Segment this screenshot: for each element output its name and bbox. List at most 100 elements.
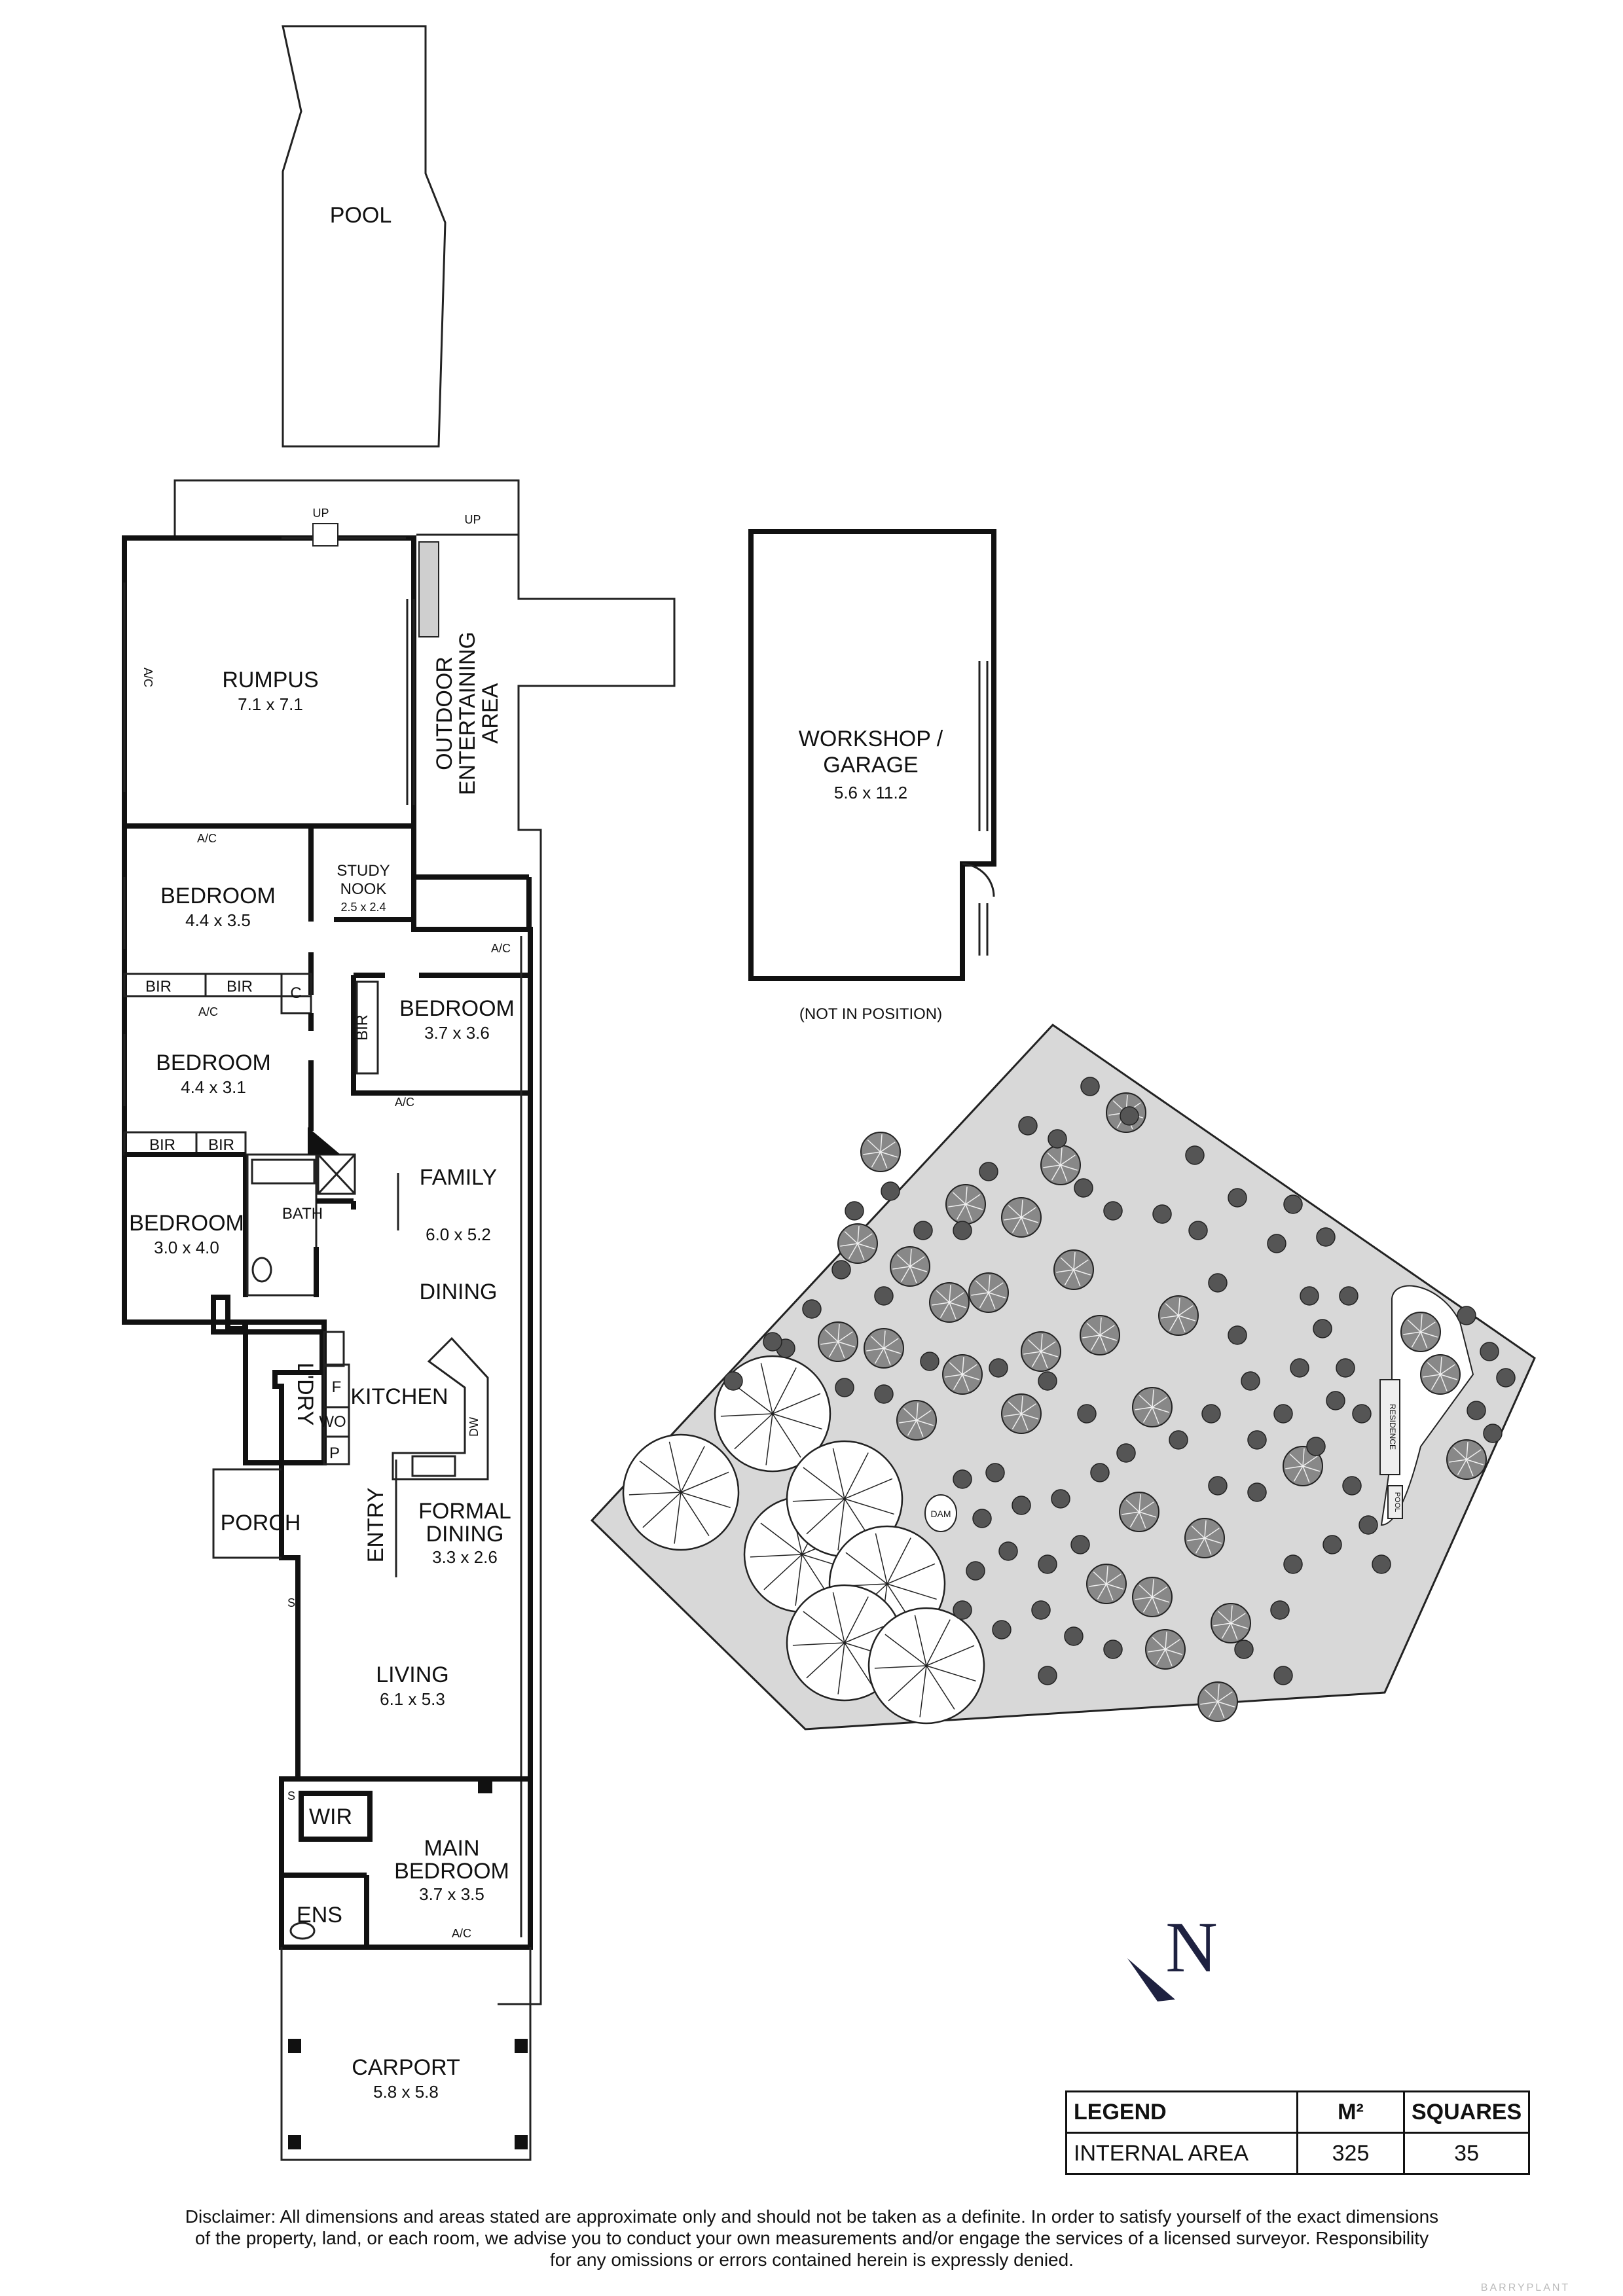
shrub bbox=[1247, 1430, 1267, 1450]
tree-branch bbox=[1156, 1649, 1166, 1665]
tree-branch bbox=[1073, 1252, 1076, 1270]
shrub bbox=[992, 1620, 1012, 1640]
legend-header-row: LEGEND M² SQUARES bbox=[1065, 2090, 1531, 2134]
tree-branch bbox=[962, 1364, 977, 1375]
workshop-label-2: GARAGE bbox=[823, 753, 918, 778]
tree-branch bbox=[792, 1498, 845, 1502]
tree-branch bbox=[1082, 1335, 1101, 1338]
tree-branch bbox=[820, 1341, 839, 1345]
bed3-ac-2: A/C bbox=[395, 1096, 414, 1109]
shrub bbox=[1064, 1626, 1084, 1646]
shrub bbox=[1234, 1640, 1254, 1659]
tree-branch bbox=[1148, 1649, 1166, 1653]
tree-branch bbox=[1204, 1537, 1222, 1544]
tree-branch bbox=[832, 1448, 845, 1499]
tree-branch bbox=[1191, 1526, 1205, 1539]
shrub bbox=[1116, 1443, 1136, 1463]
legend-row-label: INTERNAL AREA bbox=[1065, 2132, 1298, 2175]
tree-branch bbox=[1204, 1537, 1212, 1555]
shrub bbox=[985, 1463, 1005, 1482]
outdoor-entertaining-outline bbox=[498, 538, 676, 2005]
tree-branch bbox=[1217, 1701, 1225, 1719]
tree-branch bbox=[1106, 1583, 1124, 1590]
study-dims: 2.5 x 2.4 bbox=[340, 901, 386, 914]
shrub bbox=[1336, 1358, 1355, 1378]
formal-dining-label-1: FORMAL bbox=[418, 1499, 511, 1524]
tree-branch bbox=[965, 1204, 973, 1221]
workshop-label-1: WORKSHOP / bbox=[799, 726, 943, 751]
tree-branch bbox=[1021, 1396, 1023, 1414]
tree-branch bbox=[1021, 1413, 1039, 1420]
shrub bbox=[1038, 1554, 1057, 1574]
main-bed-ac: A/C bbox=[452, 1927, 471, 1940]
shrub bbox=[953, 1221, 972, 1240]
shrub bbox=[1120, 1106, 1139, 1126]
tree-branch bbox=[886, 1583, 937, 1600]
laundry-tub bbox=[323, 1331, 345, 1367]
tree-branch bbox=[875, 1533, 888, 1585]
shrub bbox=[1322, 1535, 1342, 1554]
tree-branch bbox=[1004, 1217, 1022, 1221]
bed3-ac-1: A/C bbox=[491, 942, 511, 955]
living-dims: 6.1 x 5.3 bbox=[380, 1689, 445, 1709]
shrub bbox=[1496, 1368, 1516, 1388]
tree-branch bbox=[909, 1266, 928, 1272]
shrub bbox=[1152, 1204, 1172, 1224]
tree-branch bbox=[1403, 1331, 1421, 1335]
tree-branch bbox=[1023, 1351, 1042, 1355]
tree-branch bbox=[1073, 1269, 1081, 1287]
chimney-block bbox=[308, 1127, 340, 1155]
tree-branch bbox=[1099, 1335, 1107, 1352]
tree-branch bbox=[1165, 1639, 1180, 1650]
tree-branch bbox=[844, 1452, 869, 1499]
tree-branch bbox=[832, 1592, 845, 1643]
study-label-1: STUDY bbox=[337, 862, 390, 880]
tree-branch bbox=[884, 1634, 927, 1666]
tree-branch bbox=[949, 1302, 967, 1308]
shrub bbox=[1290, 1358, 1309, 1378]
tree-branch bbox=[965, 1204, 983, 1210]
carport-dims: 5.8 x 5.8 bbox=[373, 2082, 439, 2102]
tree-branch bbox=[1161, 1315, 1179, 1319]
shrub bbox=[1270, 1600, 1290, 1620]
tree-branch bbox=[939, 1302, 950, 1318]
kitchen-bench bbox=[392, 1336, 489, 1480]
tree-branch bbox=[1178, 1298, 1180, 1316]
tree-branch bbox=[1165, 1649, 1173, 1666]
compass-letter: N bbox=[1165, 1907, 1217, 1987]
shrub bbox=[1103, 1201, 1123, 1221]
tree-branch bbox=[1056, 1269, 1074, 1273]
shrub bbox=[1228, 1325, 1247, 1345]
tree-branch bbox=[1106, 1583, 1114, 1601]
tree-branch bbox=[1204, 1528, 1220, 1539]
shrub bbox=[1070, 1535, 1090, 1554]
tree-branch bbox=[870, 1336, 884, 1349]
bedroom1-dims: 4.4 x 3.5 bbox=[185, 910, 251, 930]
tree-branch bbox=[971, 1292, 989, 1296]
shrub bbox=[998, 1541, 1018, 1561]
tree-branch bbox=[668, 1441, 682, 1493]
shrub bbox=[1247, 1482, 1267, 1502]
living-label: LIVING bbox=[376, 1662, 448, 1687]
rumpus-label: RUMPUS bbox=[222, 668, 318, 692]
bir-5: BIR bbox=[354, 1014, 371, 1041]
tree-branch bbox=[1302, 1465, 1310, 1483]
bedroom2-dims: 4.4 x 3.1 bbox=[181, 1077, 246, 1097]
shrub bbox=[1467, 1401, 1486, 1420]
tree-branch bbox=[772, 1413, 822, 1430]
tree-branch bbox=[1135, 1596, 1153, 1600]
shrub bbox=[1038, 1666, 1057, 1685]
disclaimer: Disclaimer: All dimensions and areas sta… bbox=[65, 2206, 1558, 2270]
tree-branch bbox=[1285, 1465, 1304, 1469]
fridge-label: F bbox=[332, 1378, 342, 1396]
tree-branch bbox=[1040, 1351, 1048, 1369]
tree-branch bbox=[1440, 1357, 1442, 1375]
tree-branch bbox=[1142, 1407, 1153, 1423]
carport-label: CARPORT bbox=[352, 2055, 460, 2080]
tree-branch bbox=[844, 1642, 873, 1687]
stair-label-2: S bbox=[287, 1789, 295, 1803]
tree-branch bbox=[1431, 1374, 1441, 1390]
tree-branch bbox=[1125, 1499, 1140, 1513]
outdoor-bench bbox=[418, 541, 439, 637]
rumpus-step bbox=[312, 523, 338, 547]
